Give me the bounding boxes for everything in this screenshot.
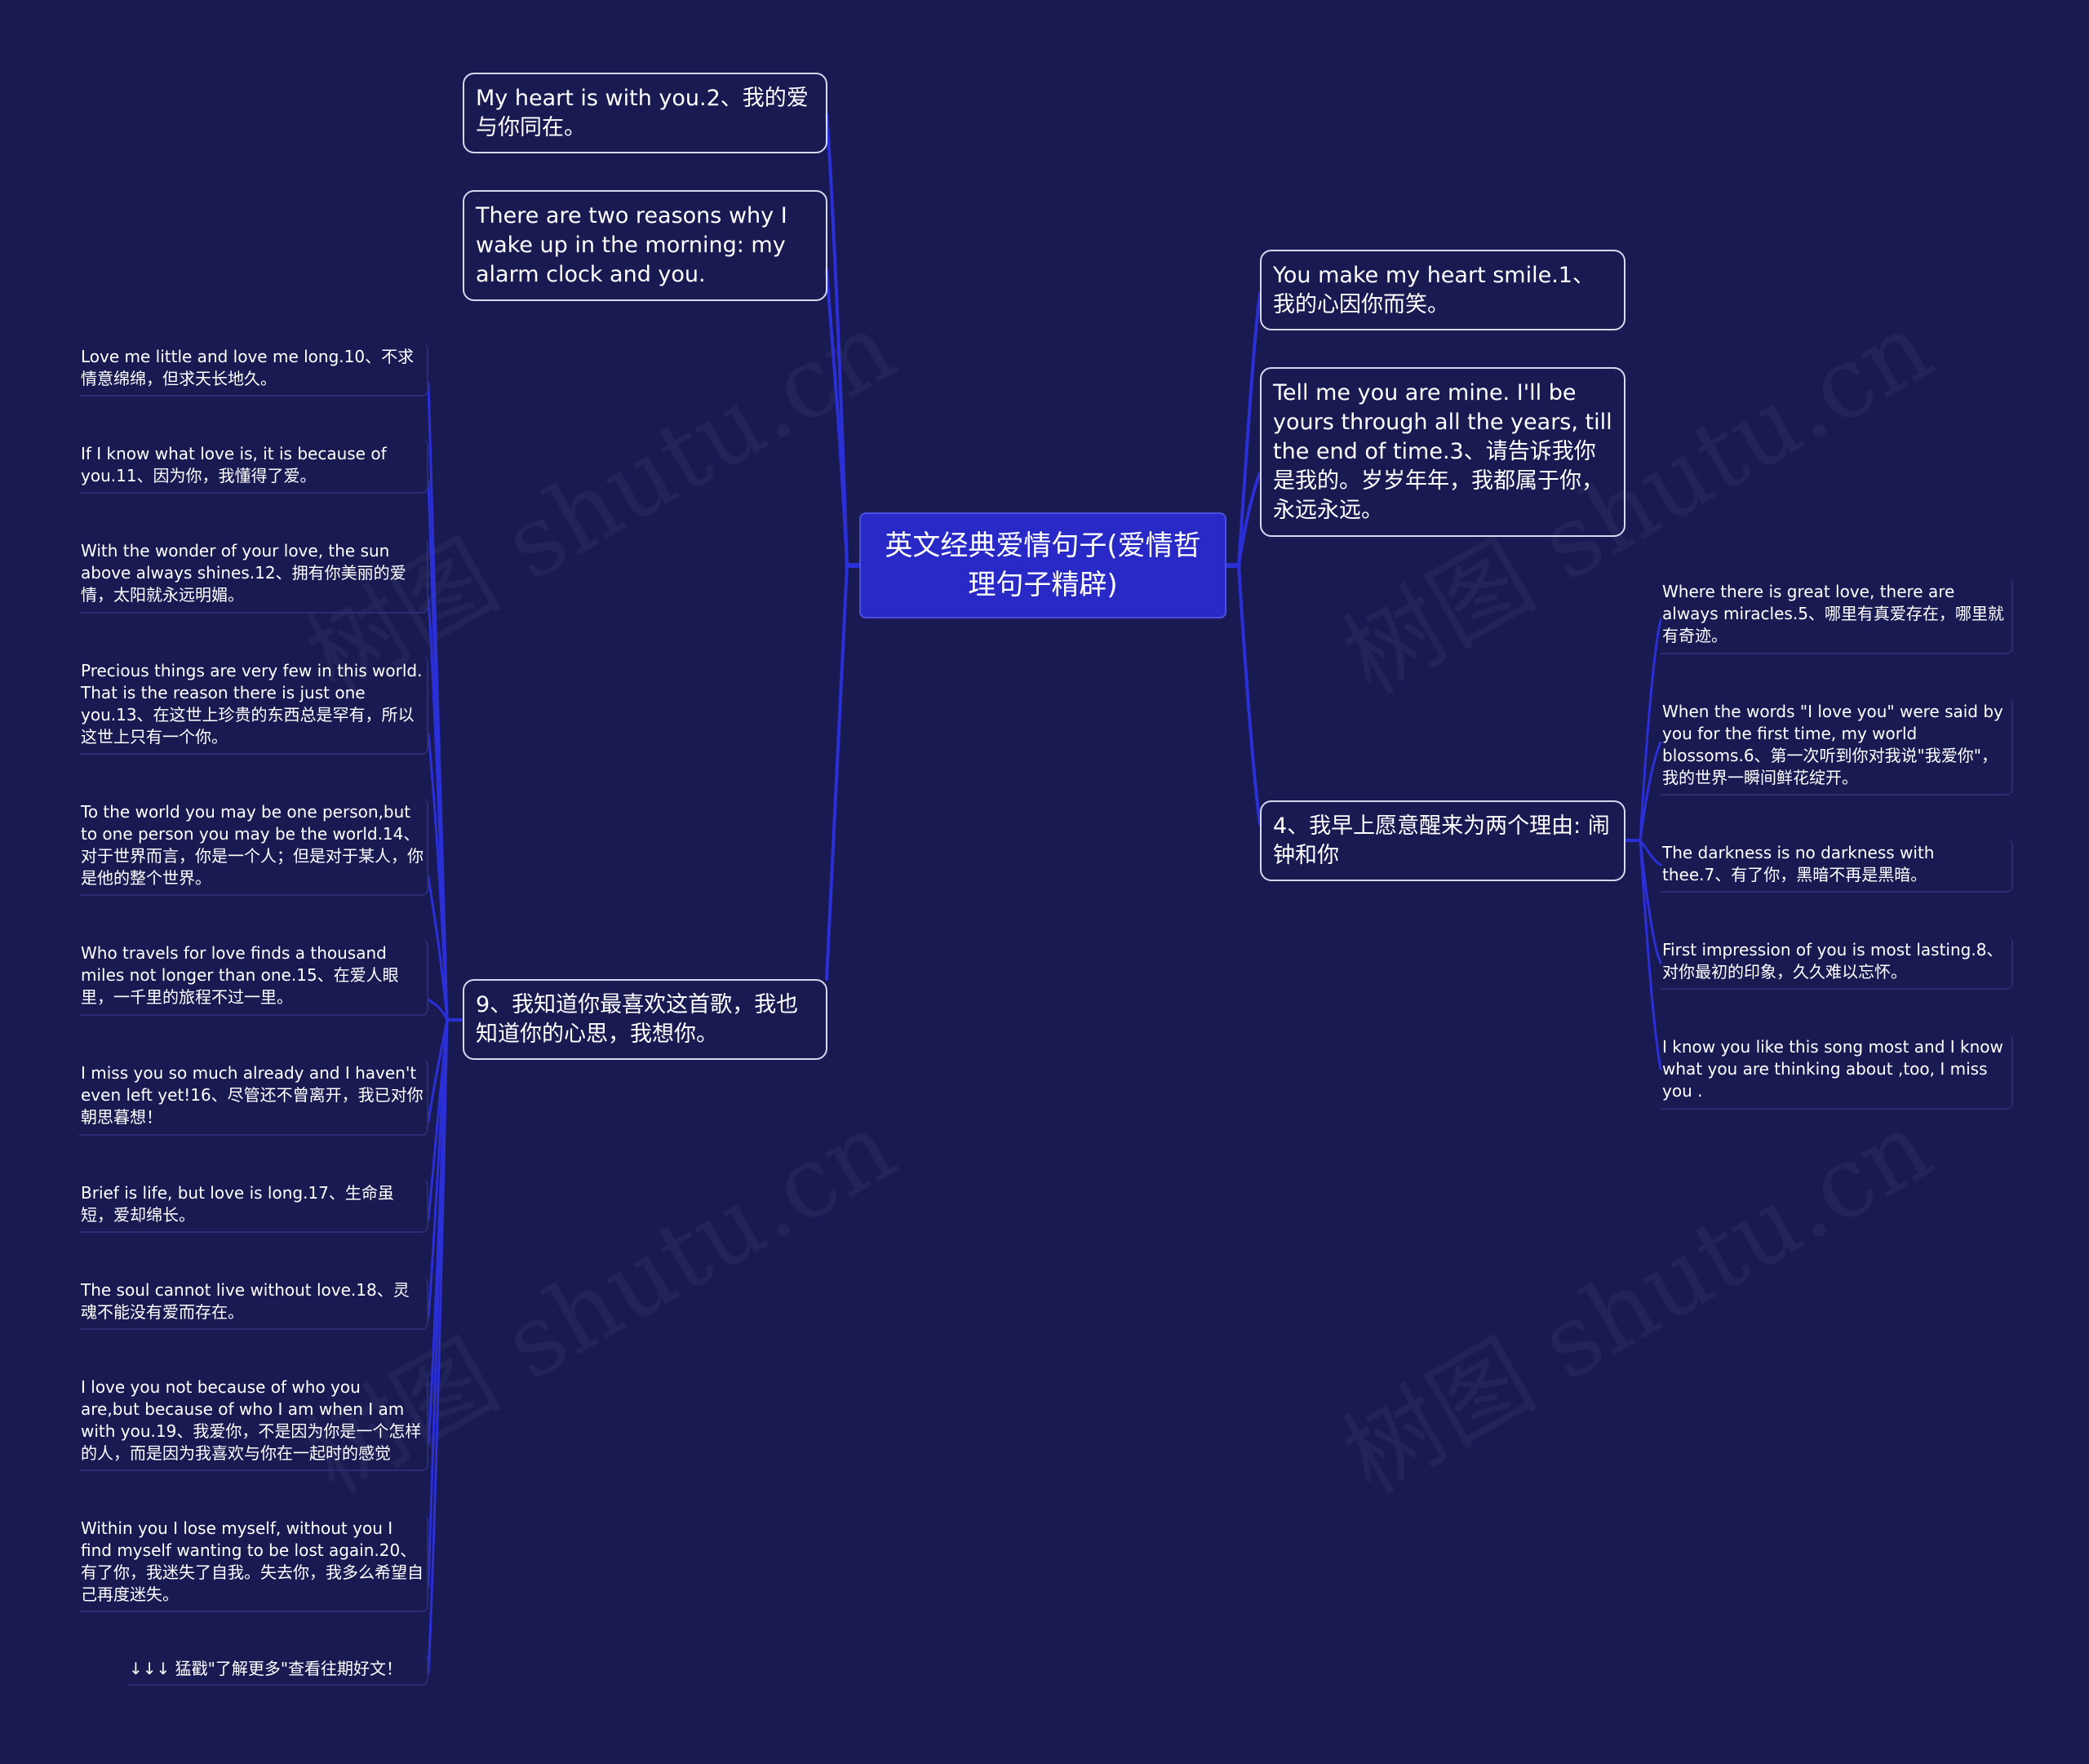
leaf-label: First impression of you is most lasting.… — [1662, 940, 2003, 982]
branch-label: 9、我知道你最喜欢这首歌，我也知道你的心思，我想你。 — [476, 992, 799, 1047]
leaf-label: To the world you may be one person,but t… — [81, 802, 424, 888]
branch-node-right-2[interactable]: Tell me you are mine. I'll be yours thro… — [1260, 367, 1626, 537]
leaf-node[interactable]: If I know what love is, it is because of… — [79, 440, 428, 494]
leaf-label: I miss you so much already and I haven't… — [81, 1063, 424, 1127]
connector-left-b2 — [825, 268, 849, 567]
branch-label: My heart is with you.2、我的爱与你同在。 — [476, 86, 809, 140]
branch-node-left-3[interactable]: 9、我知道你最喜欢这首歌，我也知道你的心思，我想你。 — [463, 979, 827, 1060]
leaf-node[interactable]: With the wonder of your love, the sun ab… — [79, 537, 428, 614]
root-topic[interactable]: 英文经典爱情句子(爱情哲理句子精辟) — [859, 512, 1226, 618]
leaf-node[interactable]: I miss you so much already and I haven't… — [79, 1059, 428, 1136]
branch-label: You make my heart smile.1、我的心因你而笑。 — [1273, 263, 1594, 317]
connector-right-b3 — [1237, 564, 1262, 826]
leaf-node[interactable]: The darkness is no darkness with thee.7、… — [1661, 839, 2013, 893]
leaf-label: The darkness is no darkness with thee.7、… — [1662, 843, 1935, 884]
leaf-node[interactable]: Where there is great love, there are alw… — [1661, 578, 2013, 654]
branch-label: There are two reasons why I wake up in t… — [476, 203, 787, 287]
leaf-label: If I know what love is, it is because of… — [81, 444, 387, 485]
leaf-node[interactable]: Precious things are very few in this wor… — [79, 657, 428, 755]
branch-node-right-1[interactable]: You make my heart smile.1、我的心因你而笑。 — [1260, 250, 1626, 330]
leaf-node[interactable]: I know you like this song most and I kno… — [1661, 1033, 2013, 1110]
leaf-node[interactable]: Brief is life, but love is long.17、生命虽短，… — [79, 1179, 428, 1233]
leaf-node[interactable]: When the words "I love you" were said by… — [1661, 698, 2013, 796]
leaf-label: When the words "I love you" were said by… — [1662, 702, 2003, 787]
leaf-node[interactable]: Love me little and love me long.10、不求情意绵… — [79, 343, 428, 397]
connector-left-b1 — [825, 113, 849, 567]
connector-right-b1 — [1237, 292, 1262, 567]
leaf-label: I love you not because of who you are,bu… — [81, 1377, 422, 1463]
leaf-label: Who travels for love finds a thousand mi… — [81, 943, 399, 1007]
leaf-label: The soul cannot live without love.18、灵魂不… — [81, 1280, 410, 1322]
branch-label: Tell me you are mine. I'll be yours thro… — [1273, 380, 1612, 523]
leaf-node[interactable]: Within you I lose myself, without you I … — [79, 1514, 428, 1612]
leaf-label: Brief is life, but love is long.17、生命虽短，… — [81, 1183, 394, 1225]
leaf-node-more[interactable]: ↓↓↓ 猛戳"了解更多"查看往期好文！ — [127, 1655, 428, 1686]
connector-left-b3 — [825, 564, 849, 981]
connector-right-b2 — [1237, 472, 1262, 567]
branch-node-left-1[interactable]: My heart is with you.2、我的爱与你同在。 — [463, 73, 827, 153]
leaf-label: Where there is great love, there are alw… — [1662, 582, 2004, 645]
branch-label: 4、我早上愿意醒来为两个理由: 闹钟和你 — [1273, 813, 1610, 868]
root-topic-label: 英文经典爱情句子(爱情哲理句子精辟) — [885, 530, 1201, 601]
leaf-label: With the wonder of your love, the sun ab… — [81, 541, 406, 605]
leaf-label: I know you like this song most and I kno… — [1662, 1037, 2003, 1101]
leaf-label: Within you I lose myself, without you I … — [81, 1518, 424, 1604]
leaf-label: ↓↓↓ 猛戳"了解更多"查看往期好文！ — [129, 1659, 403, 1678]
leaf-node[interactable]: First impression of you is most lasting.… — [1661, 936, 2013, 990]
leaf-node[interactable]: Who travels for love finds a thousand mi… — [79, 939, 428, 1016]
leaf-label: Precious things are very few in this wor… — [81, 661, 423, 747]
branch-node-left-2[interactable]: There are two reasons why I wake up in t… — [463, 190, 827, 301]
leaf-node[interactable]: The soul cannot live without love.18、灵魂不… — [79, 1276, 428, 1330]
leaf-label: Love me little and love me long.10、不求情意绵… — [81, 347, 415, 388]
leaf-node[interactable]: I love you not because of who you are,bu… — [79, 1373, 428, 1471]
leaf-node[interactable]: To the world you may be one person,but t… — [79, 798, 428, 896]
branch-node-right-3[interactable]: 4、我早上愿意醒来为两个理由: 闹钟和你 — [1260, 800, 1626, 881]
